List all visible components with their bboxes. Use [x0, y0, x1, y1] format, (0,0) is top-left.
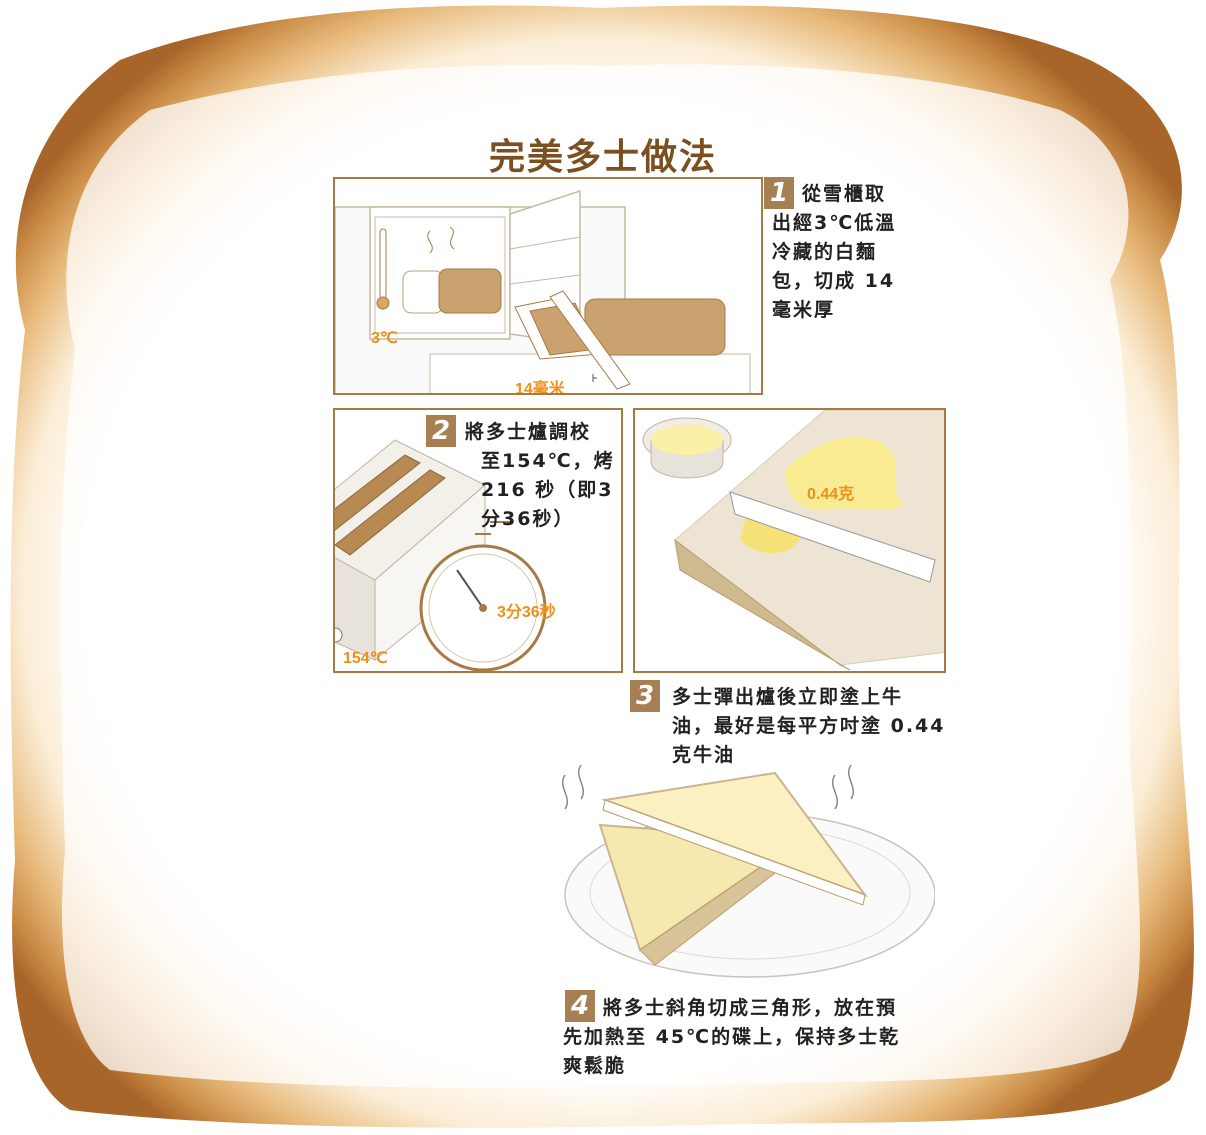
- thickness-label: 14毫米: [515, 381, 565, 395]
- step-2-text: 將多士爐調校 至154℃，烤 216 秒（即3 分36秒）: [465, 421, 615, 530]
- toaster-temperature-label: 154℃: [343, 650, 388, 667]
- step-4-badge: 4: [565, 990, 595, 1022]
- toast-on-plate-illustration: [562, 764, 935, 978]
- butter-illustration: [642, 410, 944, 671]
- page-title: 完美多士做法: [488, 137, 717, 178]
- fridge-panel: 3℃ 14毫米: [333, 177, 763, 395]
- toaster-illustration: [335, 439, 547, 671]
- step-3-text: 多士彈出爐後立即塗上牛 油，最好是每平方吋塗 0.44 克牛油: [672, 686, 946, 766]
- butter-panel: 0.44克: [633, 408, 946, 673]
- butter-weight-label: 0.44克: [807, 486, 855, 503]
- fridge-illustration: [335, 189, 751, 393]
- toaster-panel: 154℃ 3分36秒: [333, 408, 623, 673]
- step-4-text: 將多士斜角切成三角形，放在預 先加熱至 45℃的碟上，保持多士乾 爽鬆脆: [563, 997, 901, 1077]
- step-1-text: 從雪櫃取 出經3℃低溫 冷藏的白麵 包，切成 14 毫米厚: [772, 183, 897, 321]
- step-1-badge: 1: [764, 177, 794, 209]
- timer-label: 3分36秒: [497, 604, 556, 621]
- step-2-badge: 2: [426, 415, 456, 447]
- step-3-badge: 3: [630, 680, 660, 712]
- fridge-temperature-label: 3℃: [371, 330, 398, 347]
